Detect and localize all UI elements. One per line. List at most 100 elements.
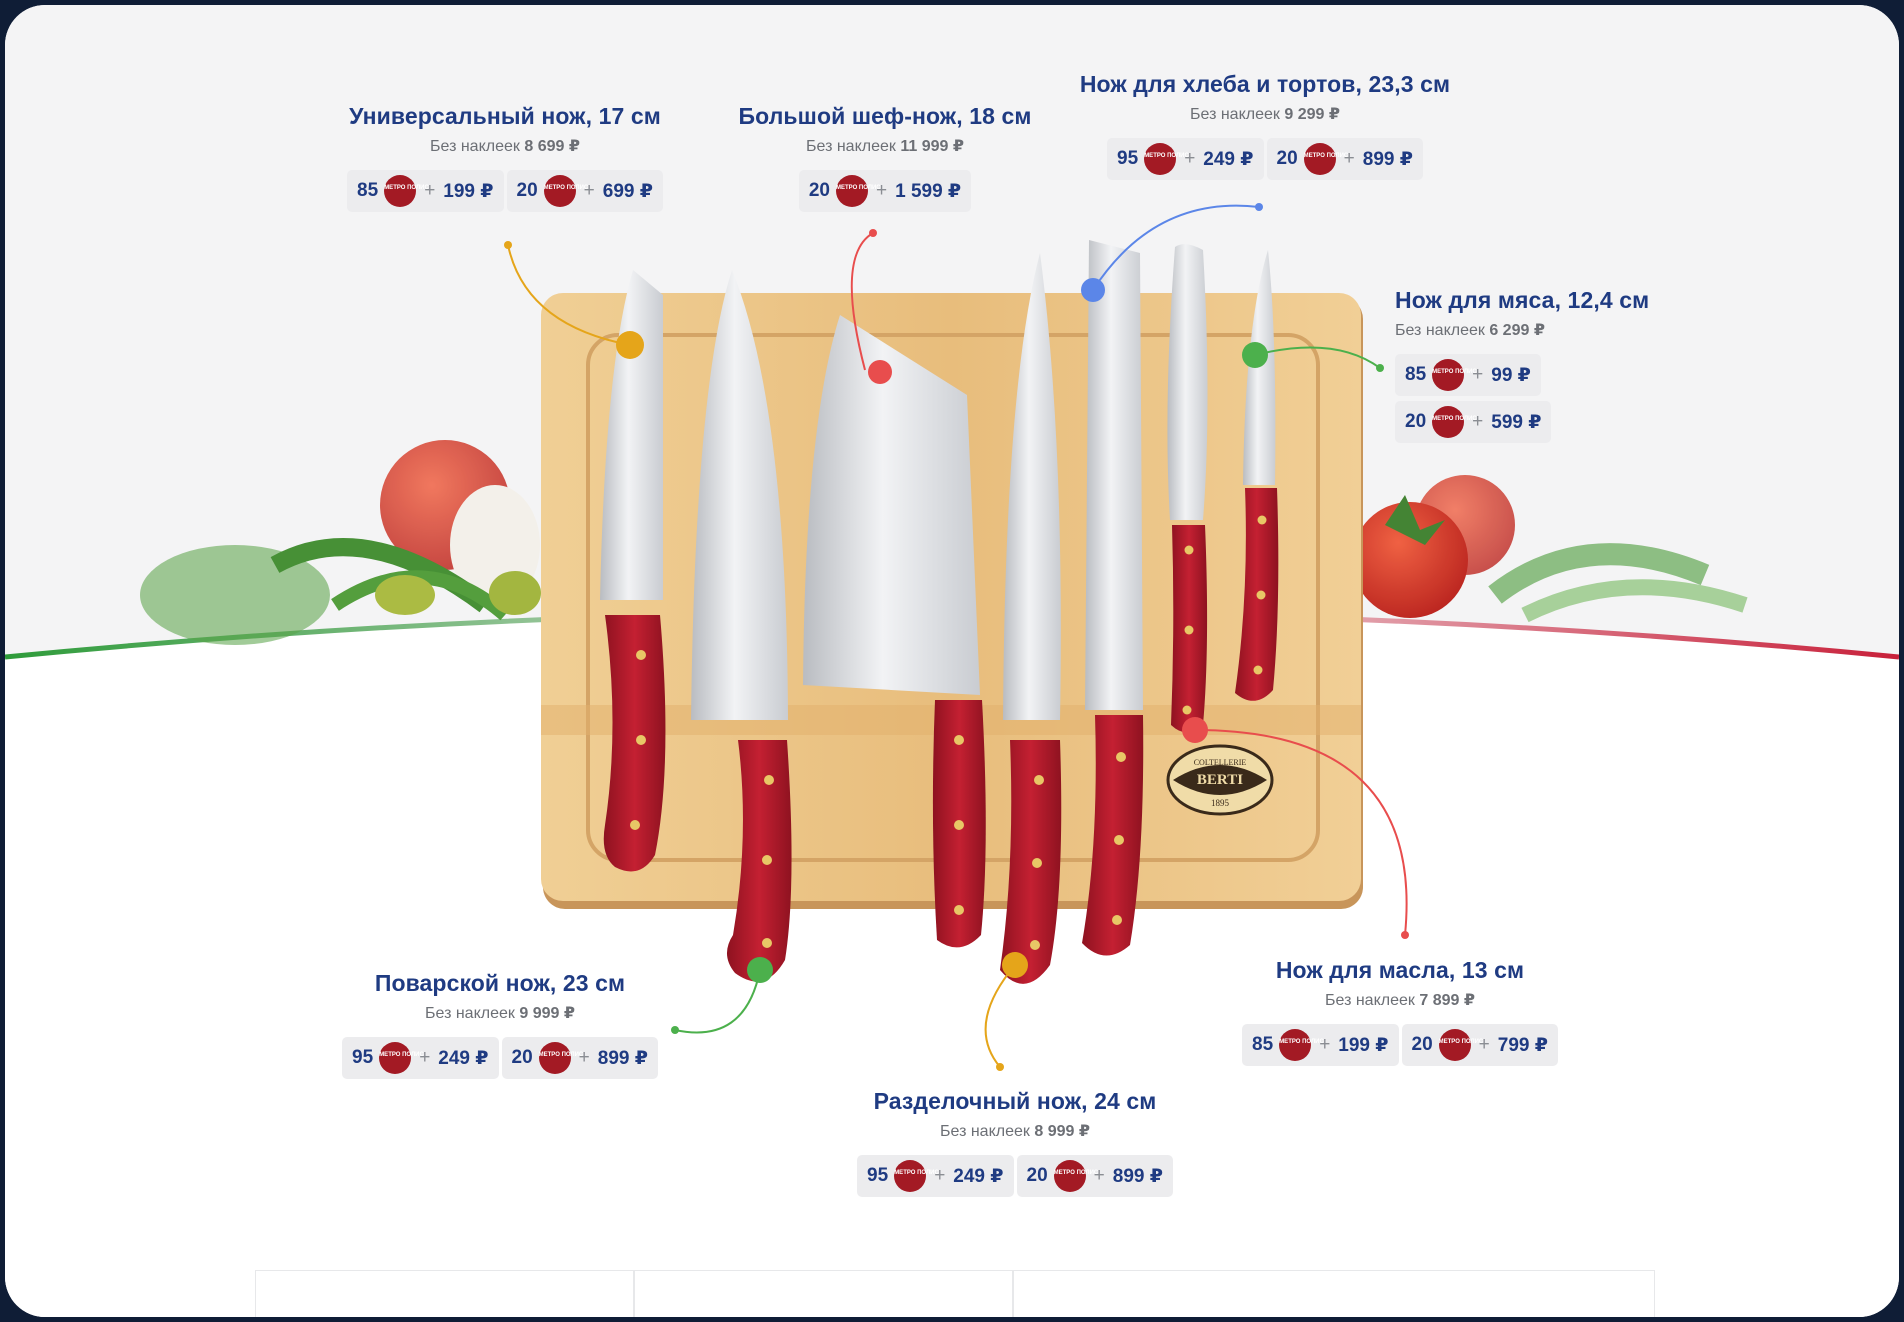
extra-price: 899 ₽ [1112,1165,1163,1187]
plus-sign: + [424,180,436,201]
metropolis-sticker-icon: МЕТРО ПОЛИС [1438,1029,1484,1061]
card-placeholder [1012,1270,1655,1317]
sticker-icon-text: МЕТРО ПОЛИС [379,1052,424,1058]
white-section [5,610,1899,1317]
price-without-stickers: Без наклеек 8 999 ₽ [855,1121,1175,1141]
sticker-count: 85 [1405,364,1427,385]
knife-set-illustration: COLTELLERIE BERTI 1895 [5,203,1899,1317]
sticker-count: 95 [352,1047,374,1068]
plus-sign: + [1472,411,1484,432]
price-without-stickers: Без наклеек 7 899 ₽ [1240,990,1560,1010]
knife-title: Нож для мяса, 12,4 см [1395,287,1650,313]
knife-big-chef [803,315,986,948]
full-price: 9 999 ₽ [519,1005,575,1022]
knife-title: Большой шеф-нож, 18 см [738,103,1032,129]
logo-line-3: 1895 [1211,798,1230,808]
sticker-icon-text: МЕТРО ПОЛИС [1279,1039,1324,1045]
extra-price: 899 ₽ [1362,148,1413,170]
label-big-chef-knife[interactable]: Большой шеф-нож, 18 см Без наклеек 11 999… [725,103,1045,212]
sticker-count: 95 [867,1165,889,1186]
offer-chip[interactable]: 20 МЕТРО ПОЛИС+599 ₽ [1395,401,1552,443]
sticker-icon-text: МЕТРО ПОЛИС [835,185,881,191]
label-butter-knife[interactable]: Нож для масла, 13 см Без наклеек 7 899 ₽ 8… [1240,957,1560,1066]
sticker-count: 85 [357,180,379,201]
metropolis-sticker-icon: МЕТРО ПОЛИС [538,1042,584,1074]
extra-price: 99 ₽ [1491,364,1531,386]
metropolis-sticker-icon: МЕТРО ПОЛИС [379,1042,424,1074]
sticker-icon-text: МЕТРО ПОЛИС [1432,416,1477,422]
sticker-icon-text: МЕТРО ПОЛИС [1438,1039,1484,1045]
card-placeholder [255,1270,634,1317]
knife-title: Нож для масла, 13 см [1275,957,1525,983]
logo-line-2: BERTI [1197,772,1243,788]
sub-prefix: Без наклеек [425,1005,520,1022]
metropolis-sticker-icon: МЕТРО ПОЛИС [1303,143,1349,175]
metropolis-sticker-icon: МЕТРО ПОЛИС [894,1160,939,1192]
bottom-cards-row [255,1270,1655,1317]
knife-butter [1167,244,1208,733]
sticker-icon-text: МЕТРО ПОЛИС [384,185,429,191]
plus-sign: + [1093,1165,1105,1186]
sticker-count: 95 [1117,148,1139,169]
sticker-icon-text: МЕТРО ПОЛИС [1303,153,1349,159]
sticker-count: 20 [1405,411,1427,432]
sticker-count: 20 [516,180,538,201]
connector-dots [504,203,1409,1071]
plus-sign: + [1343,148,1355,169]
extra-price: 799 ₽ [1497,1034,1548,1056]
price-without-stickers: Без наклеек 6 299 ₽ [1395,320,1675,340]
metropolis-sticker-icon: МЕТРО ПОЛИС [1144,143,1189,175]
metropolis-sticker-icon: МЕТРО ПОЛИС [835,175,881,207]
plus-sign: + [578,1047,590,1068]
sub-prefix: Без наклеек [1325,992,1420,1009]
plus-sign: + [1472,364,1484,385]
sticker-count: 20 [1026,1165,1048,1186]
sticker-count: 85 [1252,1034,1274,1055]
full-price: 11 999 ₽ [900,138,964,155]
plus-sign: + [583,180,595,201]
vegetables-right [1352,475,1748,623]
sticker-count: 20 [808,180,830,201]
plus-sign: + [1184,148,1196,169]
extra-price: 249 ₽ [953,1165,1004,1187]
sub-prefix: Без наклеек [806,138,901,155]
full-price: 6 299 ₽ [1489,322,1545,339]
full-price: 8 699 ₽ [524,138,580,155]
connectors [507,204,1408,1068]
full-price: 7 899 ₽ [1419,992,1475,1009]
label-meat-knife[interactable]: Нож для мяса, 12,4 см Без наклеек 6 299 ₽… [1395,287,1675,443]
full-price: 9 299 ₽ [1284,106,1340,123]
metropolis-sticker-icon: МЕТРО ПОЛИС [543,175,588,207]
extra-price: 599 ₽ [1491,411,1542,433]
extra-price: 249 ₽ [438,1047,489,1069]
plus-sign: + [934,1165,946,1186]
extra-price: 199 ₽ [1338,1034,1389,1056]
knife-universal [600,270,666,872]
knife-chef [691,270,792,982]
sticker-icon-text: МЕТРО ПОЛИС [1144,153,1189,159]
sticker-icon-text: МЕТРО ПОЛИС [538,1052,584,1058]
vegetables-left [140,440,541,645]
knife-bread [1082,240,1144,956]
price-without-stickers: Без наклеек 9 999 ₽ [340,1003,660,1023]
